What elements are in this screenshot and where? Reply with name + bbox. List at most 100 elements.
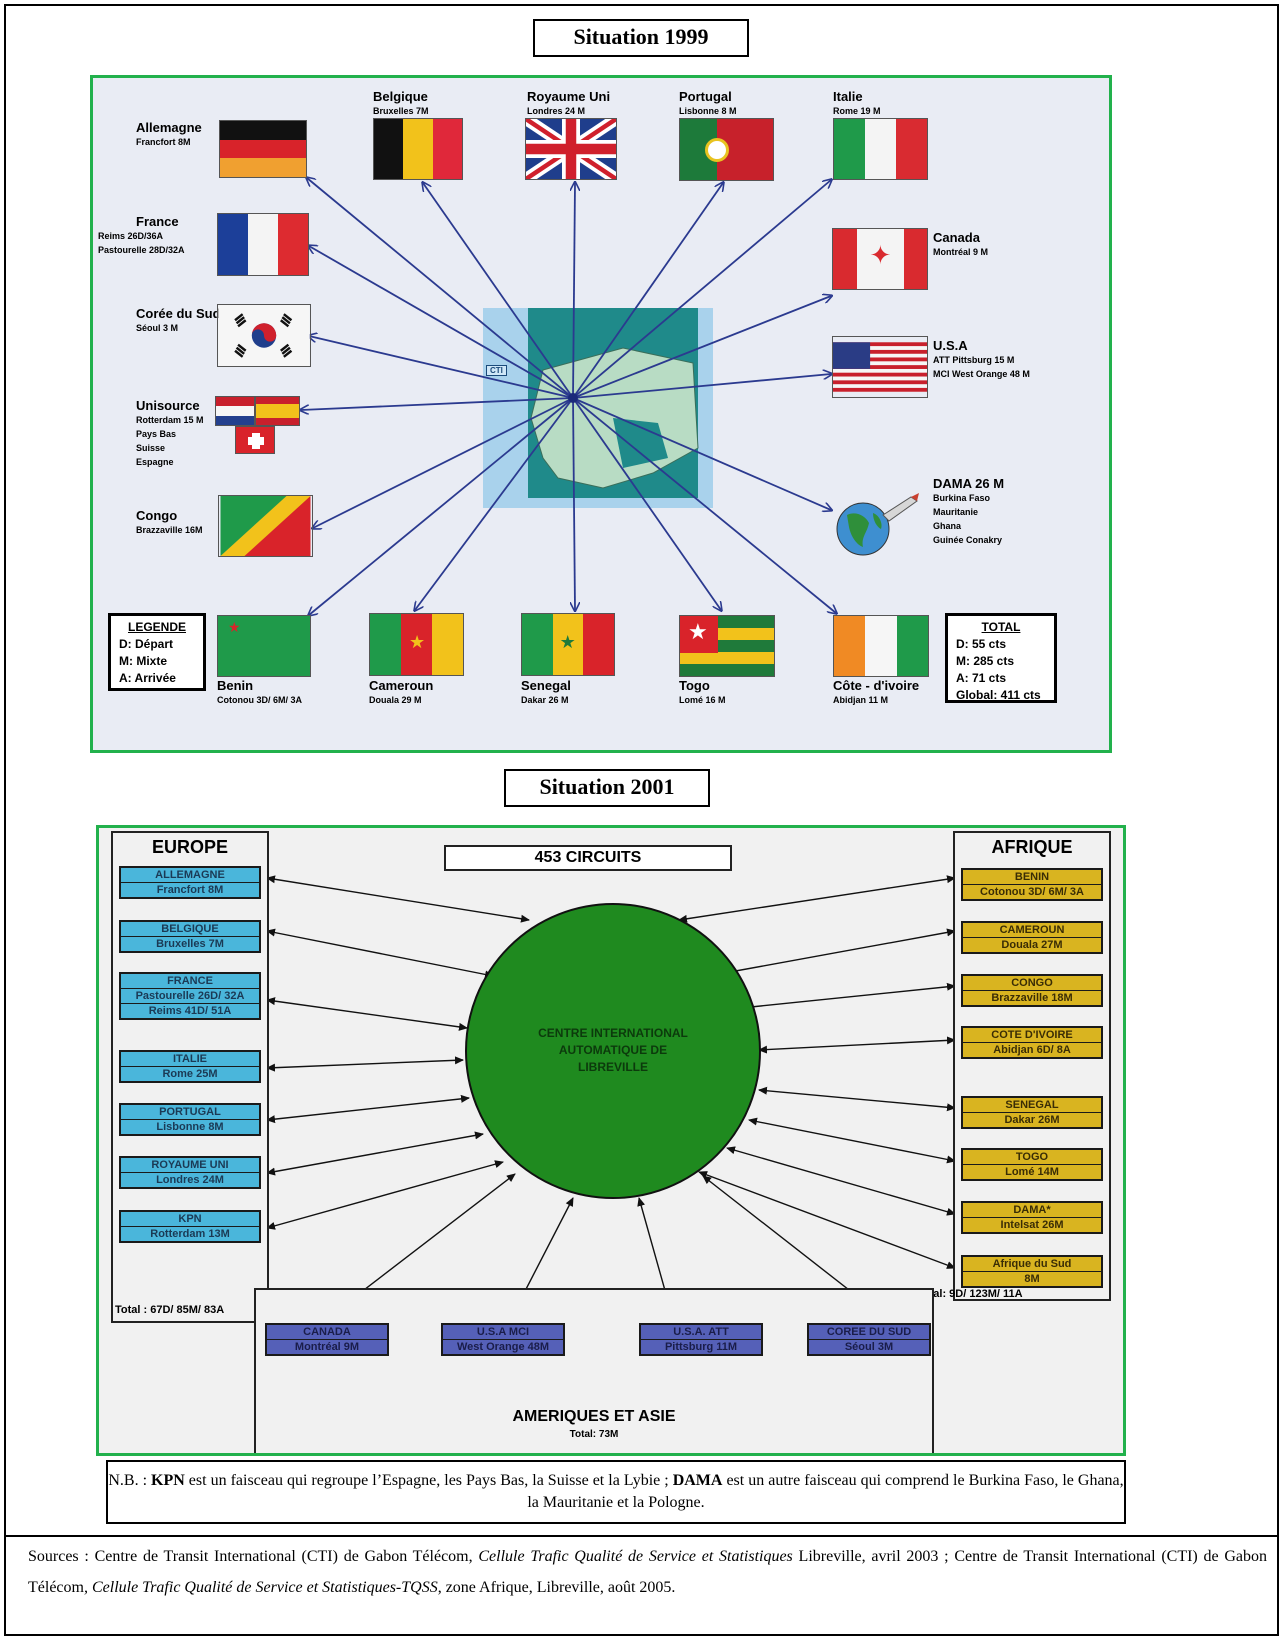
- ameriques-total: Total: 73M: [569, 1429, 619, 1440]
- arrow-senegal: [573, 397, 575, 610]
- country-name: Italie: [833, 89, 863, 104]
- country-detail: Francfort 8M: [136, 137, 191, 147]
- country-royaume-uni: Royaume Uni Londres 24 M: [527, 89, 610, 118]
- total-line: A: 71 cts: [956, 671, 1007, 685]
- country-detail: Guinée Conakry: [933, 535, 1003, 545]
- country-detail: Douala 29 M: [369, 695, 422, 705]
- total-title: TOTAL: [981, 620, 1021, 634]
- country-canada: Canada Montréal 9 M: [933, 230, 988, 259]
- star-icon: ★: [688, 619, 708, 644]
- source-text: , zone Afrique, Libreville, août 2005.: [437, 1579, 676, 1596]
- title-1999: Situation 1999: [533, 19, 749, 57]
- country-name: Belgique: [373, 89, 428, 104]
- country-detail: Brazzaville 16M: [136, 525, 203, 535]
- flag-cote-divoire: [833, 615, 929, 677]
- country-detail: Suisse: [136, 443, 166, 453]
- country-detail: Pastourelle 28D/32A: [98, 245, 185, 255]
- legend-title: LEGENDE: [127, 620, 186, 634]
- note-mid: est un faisceau qui regroupe l’Espagne, …: [184, 1472, 673, 1489]
- source-italic: , Cellule Trafic Qualité de Service et S…: [83, 1579, 438, 1596]
- total-line: Global: 411 cts: [956, 688, 1041, 702]
- country-detail: Ghana: [933, 521, 962, 531]
- country-france: France Reims 26D/36A Pastourelle 28D/32A: [98, 214, 185, 257]
- country-name: Côte - d'ivoire: [833, 678, 920, 693]
- country-detail: Abidjan 11 M: [833, 695, 889, 705]
- arrow-france: [309, 246, 574, 399]
- country-detail: Londres 24 M: [527, 106, 586, 116]
- country-detail: Burkina Faso: [933, 493, 991, 503]
- legend-box: LEGENDE D: Départ M: Mixte A: Arrivée: [108, 613, 206, 691]
- country-senegal: Senegal Dakar 26 M: [521, 678, 571, 707]
- source-text: Centre de Transit International (CTI) de…: [28, 1548, 1267, 1596]
- note-kpn: KPN: [151, 1472, 185, 1489]
- arrow-allemagne: [307, 178, 574, 399]
- country-benin: Benin Cotonou 3D/ 6M/ 3A: [217, 678, 302, 707]
- arrow-usa: [572, 374, 831, 399]
- cti-label: CTI: [486, 365, 507, 376]
- region-ameriques-asie: [254, 1288, 934, 1453]
- country-name: Unisource: [136, 398, 200, 413]
- country-detail: MCI West Orange 48 M: [933, 369, 1030, 379]
- source-text: Sources : Centre de Transit Internationa…: [28, 1548, 479, 1565]
- legend-line: D: Départ: [119, 637, 174, 651]
- country-name: U.S.A: [933, 338, 968, 353]
- note-box: N.B. : KPN est un faisceau qui regroupe …: [106, 1460, 1126, 1524]
- country-name: DAMA 26 M: [933, 476, 1005, 491]
- country-detail: Reims 26D/36A: [98, 231, 164, 241]
- arrow-canada: [572, 296, 831, 399]
- note-dama: DAMA: [672, 1472, 723, 1489]
- total-line: M: 285 cts: [956, 654, 1015, 668]
- note-end: est un autre faisceau qui comprend le Bu…: [527, 1472, 1124, 1511]
- arrow-dama: [572, 397, 831, 510]
- flag-usa: [832, 336, 928, 398]
- source-italic: Cellule Trafic Qualité de Service et Sta…: [478, 1548, 793, 1565]
- country-cameroun: Cameroun Douala 29 M: [369, 678, 433, 707]
- country-detail: Montréal 9 M: [933, 247, 989, 257]
- flag-togo: ★: [679, 615, 775, 677]
- country-detail: Lomé 16 M: [679, 695, 726, 705]
- country-cote-divoire: Côte - d'ivoire Abidjan 11 M: [833, 678, 919, 707]
- map-1999-panel: CTI Allemagn: [90, 75, 1112, 753]
- country-detail: Espagne: [136, 457, 174, 467]
- arrow-belgique: [423, 183, 574, 399]
- star-icon: ★: [559, 632, 576, 652]
- arrow-unisource: [301, 397, 574, 410]
- page-frame: [4, 4, 1279, 1636]
- note-prefix: N.B. :: [108, 1472, 152, 1489]
- arrow-benin: [309, 397, 574, 615]
- region-title: AMERIQUES ET ASIE: [512, 1408, 676, 1425]
- country-name: Canada: [933, 230, 980, 245]
- arrow-cote-divoire: [572, 397, 836, 613]
- country-belgique: Belgique Bruxelles 7M: [373, 89, 429, 118]
- flag-netherlands: [215, 396, 255, 426]
- country-name: Congo: [136, 508, 178, 523]
- legend-line: M: Mixte: [119, 654, 167, 668]
- flag-spain: [255, 396, 300, 426]
- country-dama: DAMA 26 M Burkina Faso Mauritanie Ghana …: [933, 476, 1004, 547]
- flag-switzerland: [235, 426, 275, 454]
- total-box: TOTAL D: 55 cts M: 285 cts A: 71 cts Glo…: [945, 613, 1057, 703]
- arrow-congo: [313, 397, 574, 528]
- flag-canada: ✦: [832, 228, 928, 290]
- country-name: Royaume Uni: [527, 89, 611, 104]
- country-coree: Corée du Sud Séoul 3 M: [136, 306, 221, 335]
- flag-benin: ★: [217, 615, 311, 677]
- country-name: Togo: [679, 678, 710, 693]
- flag-germany: [219, 120, 307, 178]
- flag-italy: [833, 118, 928, 180]
- center-circle: CENTRE INTERNATIONAL AUTOMATIQUE DE LIBR…: [465, 903, 761, 1199]
- country-unisource: Unisource Rotterdam 15 M Pays Bas Suisse…: [136, 398, 204, 469]
- legend-line: A: Arrivée: [119, 671, 176, 685]
- maple-leaf-icon: ✦: [869, 241, 892, 270]
- country-italie: Italie Rome 19 M: [833, 89, 881, 118]
- country-name: Portugal: [679, 89, 732, 104]
